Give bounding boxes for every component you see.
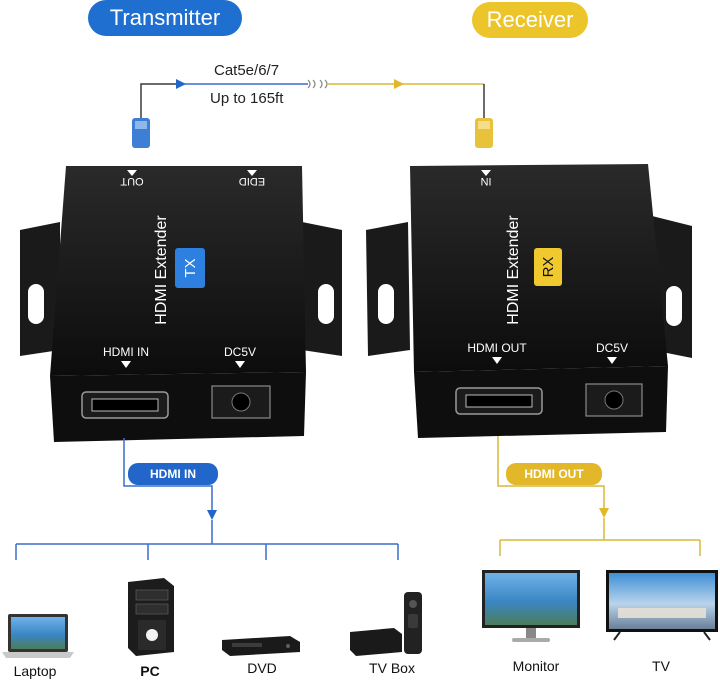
rx-badge-text: RX (540, 257, 557, 278)
rx-dc5v-label: DC5V (596, 341, 628, 355)
hdmi-out-tag: HDMI OUT (506, 463, 602, 485)
pc-label: PC (140, 663, 160, 679)
source-arrow-icon (207, 510, 217, 520)
tx-out-label: OUT (120, 175, 144, 187)
cable-type-label: Cat5e/6/7 (214, 62, 280, 79)
receiver-unit: IN HDMI Extender RX HDMI OUT DC5V (366, 164, 692, 438)
tx-dc5v-label: DC5V (224, 345, 256, 359)
receiver-label: Receiver (472, 2, 588, 38)
cable-length-label: Up to 165ft (210, 90, 284, 107)
transmitter-unit: OUT EDID HDMI Extender TX HDMI IN DC5V (20, 166, 342, 442)
tx-badge (175, 248, 205, 288)
rx-hdmi-out-label: HDMI OUT (467, 341, 527, 355)
tv-box-icon (350, 592, 422, 656)
tx-product-name: HDMI Extender (153, 215, 170, 325)
transmitter-label: Transmitter (88, 0, 242, 36)
source-connector-tree (15, 438, 399, 560)
output-arrow-icon (599, 508, 609, 518)
monitor-icon (482, 570, 580, 642)
monitor-label: Monitor (512, 658, 560, 674)
rx-in-label: IN (480, 175, 491, 187)
tv-icon (606, 570, 718, 641)
rx-product-name: HDMI Extender (505, 215, 522, 325)
tx-badge-text: TX (182, 258, 199, 277)
tx-cable (132, 79, 316, 148)
dvd-label: DVD (247, 660, 277, 676)
tx-arrow-icon (176, 79, 186, 89)
rx-arrow-icon (394, 79, 404, 89)
rx-cable (319, 79, 493, 148)
laptop-label: Laptop (13, 663, 57, 679)
tx-edid-label: EDID (239, 175, 265, 187)
tx-hdmi-in-label: HDMI IN (103, 345, 149, 359)
output-connector-tree (497, 436, 701, 556)
dvd-player-icon (222, 636, 300, 656)
pc-tower-icon (128, 578, 174, 656)
laptop-icon (2, 614, 74, 658)
hdmi-in-tag: HDMI IN (128, 463, 218, 485)
tv-box-label: TV Box (369, 660, 415, 676)
tv-label: TV (652, 658, 670, 674)
rx-badge (534, 248, 562, 286)
